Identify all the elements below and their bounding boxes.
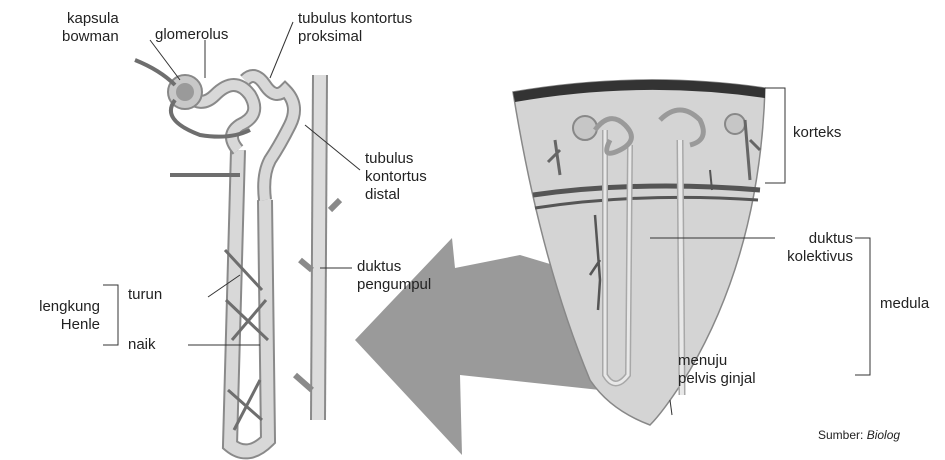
label-medula: medula [880,295,929,313]
label-turun: turun [128,286,162,304]
label-duktus-pengumpul: duktus pengumpul [357,258,431,294]
label-tubulus-proksimal: tubulus kontortus proksimal [298,10,412,46]
label-naik: naik [128,336,156,354]
label-tubulus-distal: tubulus kontortus distal [365,150,427,204]
nephron [135,60,340,451]
label-kapsula-bowman: kapsula bowman [62,10,119,46]
source-title: Biolog [867,428,900,442]
source-prefix: Sumber: [818,428,863,442]
label-lengkung-henle: lengkung Henle [10,298,100,334]
source-caption: Sumber: Biolog [818,428,900,442]
label-korteks: korteks [793,124,841,142]
label-duktus-kolektivus: duktus kolektivus [778,230,853,266]
label-menuju-pelvis: menuju pelvis ginjal [678,352,756,388]
label-glomerolus: glomerolus [155,26,228,44]
